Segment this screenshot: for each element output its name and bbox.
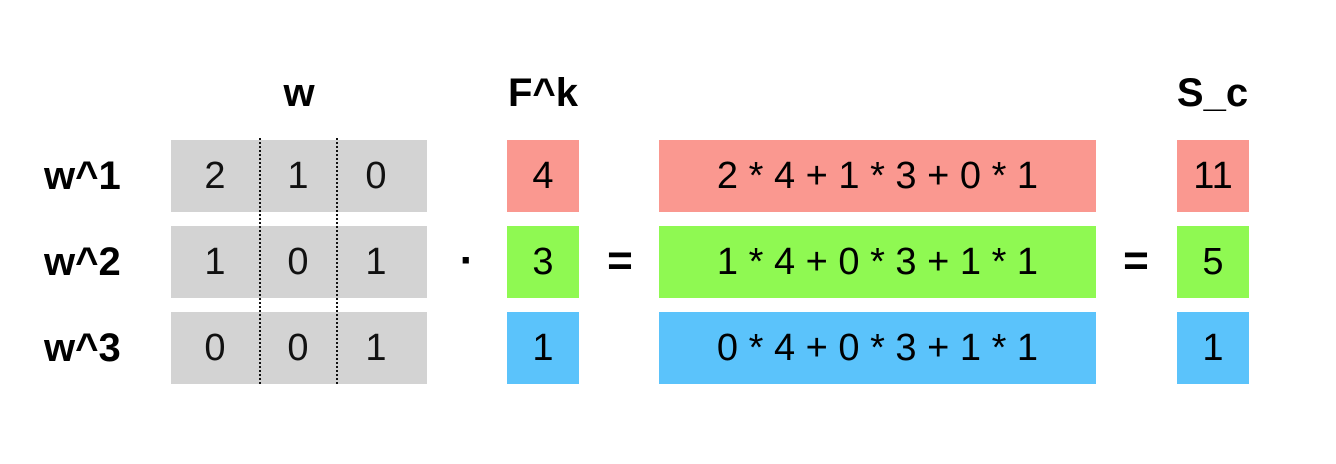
header-fk: F^k (507, 71, 579, 115)
sc-cell-3: 1 (1177, 312, 1249, 384)
expression-row-3: 0 * 4 + 0 * 3 + 1 * 1 (659, 312, 1096, 384)
w-cell: 0 (287, 327, 309, 369)
equals-operator-1: = (607, 236, 633, 285)
w-cell: 1 (365, 241, 387, 283)
fk-cell-1: 4 (507, 140, 579, 212)
header-sc: S_c (1176, 71, 1249, 115)
w-cell: 2 (204, 155, 226, 197)
row-label-2: w^2 (44, 240, 121, 284)
sc-cell-1: 11 (1177, 140, 1249, 212)
sc-cell-2: 5 (1177, 226, 1249, 298)
w-matrix-divider-1 (259, 138, 261, 384)
dot-operator: · (459, 236, 475, 285)
row-label-1: w^1 (44, 154, 121, 198)
header-w: w (283, 71, 315, 115)
w-cell: 0 (365, 155, 387, 197)
expression-row-2: 1 * 4 + 0 * 3 + 1 * 1 (659, 226, 1096, 298)
equals-operator-2: = (1123, 236, 1149, 285)
w-matrix-divider-2 (336, 138, 338, 384)
w-cell: 0 (204, 327, 226, 369)
w-matrix-row-2: 1 0 1 (171, 226, 427, 298)
expression-row-1: 2 * 4 + 1 * 3 + 0 * 1 (659, 140, 1096, 212)
w-matrix-row-1: 2 1 0 (171, 140, 427, 212)
fk-cell-3: 1 (507, 312, 579, 384)
w-cell: 1 (287, 155, 309, 197)
row-label-3: w^3 (44, 326, 121, 370)
w-cell: 0 (287, 241, 309, 283)
fk-cell-2: 3 (507, 226, 579, 298)
w-cell: 1 (365, 327, 387, 369)
w-matrix-row-3: 0 0 1 (171, 312, 427, 384)
w-cell: 1 (204, 241, 226, 283)
